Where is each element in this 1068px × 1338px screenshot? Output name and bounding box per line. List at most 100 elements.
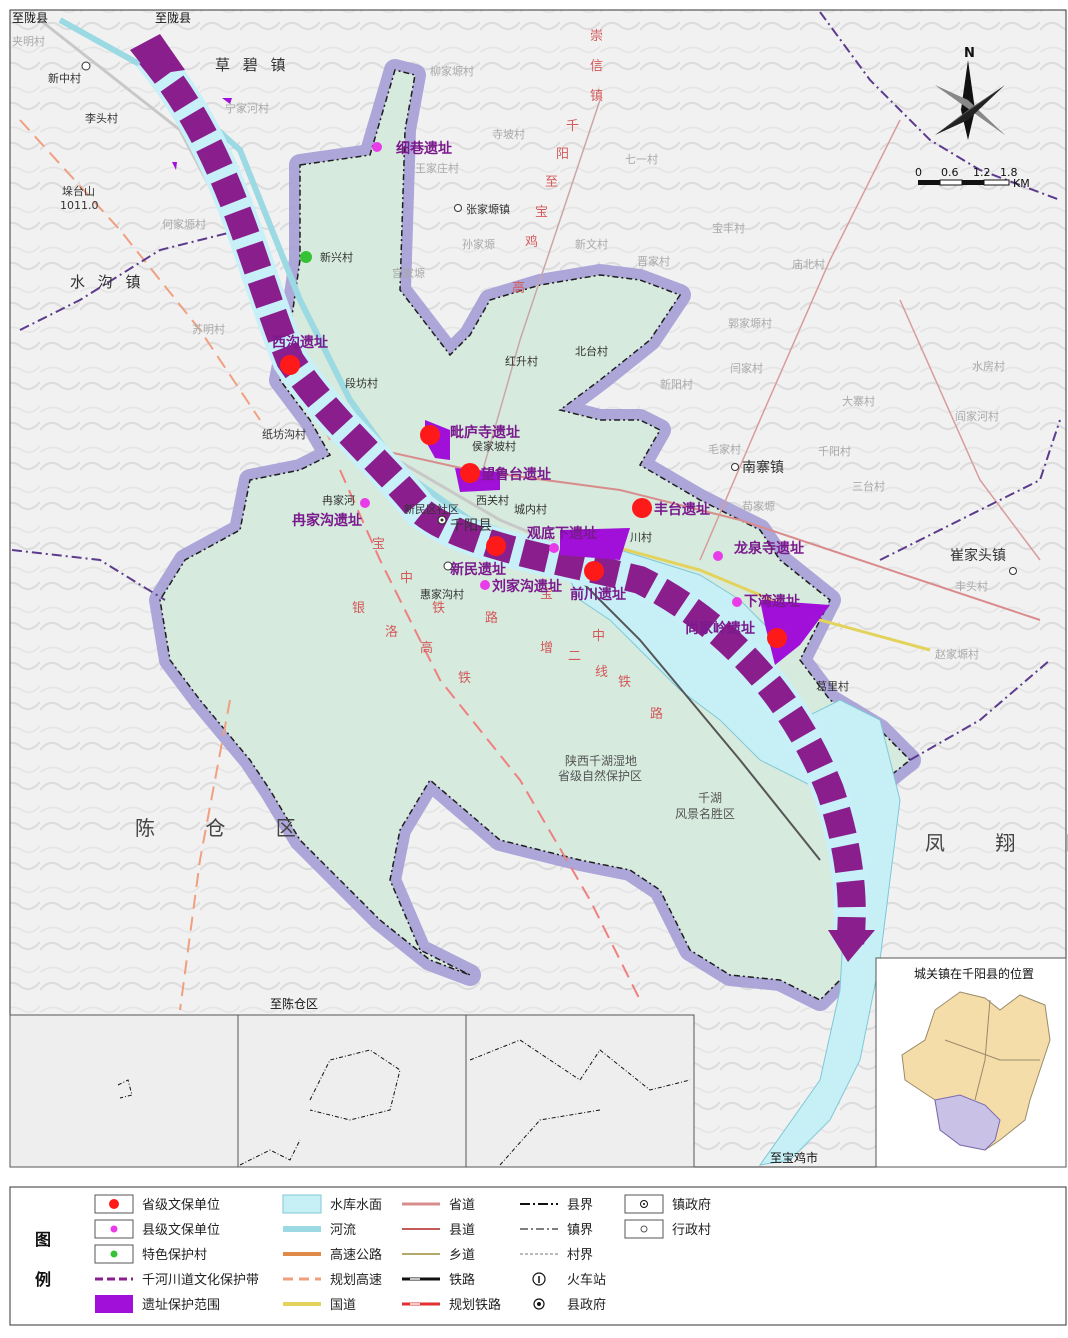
svg-text:宫家塬: 宫家塬 [392,266,425,280]
svg-text:增: 增 [540,641,553,656]
svg-text:国道: 国道 [330,1298,356,1313]
svg-text:何家塬村: 何家塬村 [162,217,206,231]
village-label: 新民区社区 [404,502,459,516]
svg-text:水库水面: 水库水面 [330,1197,382,1213]
site-marker-provincial [584,561,604,581]
svg-text:郭家塬村: 郭家塬村 [728,316,772,330]
svg-text:信: 信 [590,59,603,74]
village-label: 北台村 [575,344,608,358]
site-marker-county [549,543,559,553]
svg-text:行政村: 行政村 [672,1223,711,1238]
train-station-icon [443,561,453,571]
reserve-label: 省级自然保护区 [558,768,642,783]
svg-text:中: 中 [592,629,605,644]
site-marker-county [360,498,370,508]
svg-text:鸡: 鸡 [525,234,538,250]
svg-text:0: 0 [915,166,922,179]
svg-text:乡道: 乡道 [449,1248,475,1263]
district-chencang: 陈 仓 区 [135,816,318,840]
village-label: 新中村 [48,71,81,85]
svg-text:路: 路 [485,610,498,626]
site-label: 尚家岭遗址 [685,620,755,637]
svg-text:庙北村: 庙北村 [792,257,825,271]
village-label: 川村 [630,530,652,544]
site-marker-county [480,580,490,590]
svg-text:火车站: 火车站 [567,1272,606,1288]
district-fengxiang: 凤 翔 区 [925,831,1068,855]
svg-text:千: 千 [566,119,579,134]
svg-text:赵家塬村: 赵家塬村 [935,647,979,661]
village-label: 侯家坡村 [472,439,516,453]
village-label: 惠家沟村 [420,587,464,601]
site-marker-provincial [767,628,787,648]
village-label: 红升村 [505,354,538,368]
svg-text:铁: 铁 [432,601,445,616]
svg-text:三台村: 三台村 [852,479,885,493]
faint-villages: 柳家塬村 王家庄村 寺坡村 七一村 孙家塬 新文村 晋家村 宝丰村 庙北村 郭家… [12,34,1005,661]
svg-text:县界: 县界 [567,1198,593,1213]
svg-text:路: 路 [650,706,663,722]
svg-text:1.2: 1.2 [973,166,991,179]
svg-text:宝: 宝 [372,537,385,552]
site-marker-provincial [460,463,480,483]
town-government-icon [454,204,462,212]
detail-panels [9,1014,695,1168]
border-label-bottom-right: 至宝鸡市 [770,1150,818,1165]
train-station-icon [81,61,91,71]
boundaries [11,11,1061,761]
site-label: 前川遗址 [570,586,626,603]
svg-text:省道: 省道 [449,1198,475,1213]
town-government-icon [731,463,739,471]
svg-text:1.8: 1.8 [1000,166,1018,179]
border-label-top: 至陇县 [155,10,191,25]
corridor-start-arrow [130,34,185,75]
site-marker-county [732,597,742,607]
svg-text:镇: 镇 [590,89,603,104]
svg-text:孙家塬: 孙家塬 [462,237,495,251]
village-label: 城内村 [514,502,547,516]
svg-text:新阳村: 新阳村 [660,377,693,391]
svg-text:规划高速: 规划高速 [330,1272,382,1288]
heritage-sites: 细巷遗址 西沟遗址 毗庐寺遗址 望鲁台遗址 丰台遗址 冉家沟遗址 观底下遗址 新… [272,140,804,648]
svg-text:夹明村: 夹明村 [12,34,45,48]
site-label: 细巷遗址 [396,140,452,157]
svg-text:毛家村: 毛家村 [708,442,741,456]
county-seat: 千阳县 [450,518,492,534]
special-village-marker [300,251,312,263]
svg-text:七一村: 七一村 [625,152,658,166]
svg-text:0.6: 0.6 [941,166,959,179]
svg-text:水房村: 水房村 [972,359,1005,373]
svg-text:宝丰村: 宝丰村 [712,221,745,235]
svg-text:高: 高 [420,640,433,656]
mountain-label: 垛台山 [62,184,95,198]
svg-text:阎家河村: 阎家河村 [955,409,999,423]
site-label: 望鲁台遗址 [481,466,551,483]
svg-text:宁家河村: 宁家河村 [225,101,269,115]
svg-text:晋家村: 晋家村 [637,254,670,268]
village-label: 纸坊沟村 [262,427,306,441]
reserve-label: 陕西千湖湿地 [565,753,637,768]
site-label: 龙泉寺遗址 [733,540,804,557]
svg-text:县道: 县道 [449,1223,475,1238]
inset-title: 城关镇在千阳县的位置 [914,966,1034,981]
svg-text:洛: 洛 [385,625,398,640]
svg-text:铁路: 铁路 [449,1272,475,1288]
town-shuigou: 水 沟 镇 [70,273,145,291]
village-label: 段坊村 [345,376,378,390]
svg-text:遗址保护范围: 遗址保护范围 [142,1298,220,1313]
svg-text:寺坡村: 寺坡村 [492,127,525,141]
svg-text:二: 二 [568,649,581,664]
scenic-label: 千湖 [698,790,722,805]
svg-text:闫家村: 闫家村 [730,361,763,375]
site-marker-county [713,551,723,561]
svg-text:县政府: 县政府 [567,1298,606,1313]
svg-text:铁: 铁 [458,671,471,686]
svg-text:崇: 崇 [590,29,603,44]
svg-text:镇界: 镇界 [567,1223,593,1238]
site-marker-provincial [632,498,652,518]
svg-text:高速公路: 高速公路 [330,1247,382,1263]
svg-text:KM: KM [1013,177,1030,190]
svg-text:规划铁路: 规划铁路 [449,1297,501,1313]
svg-text:铁: 铁 [618,675,631,690]
